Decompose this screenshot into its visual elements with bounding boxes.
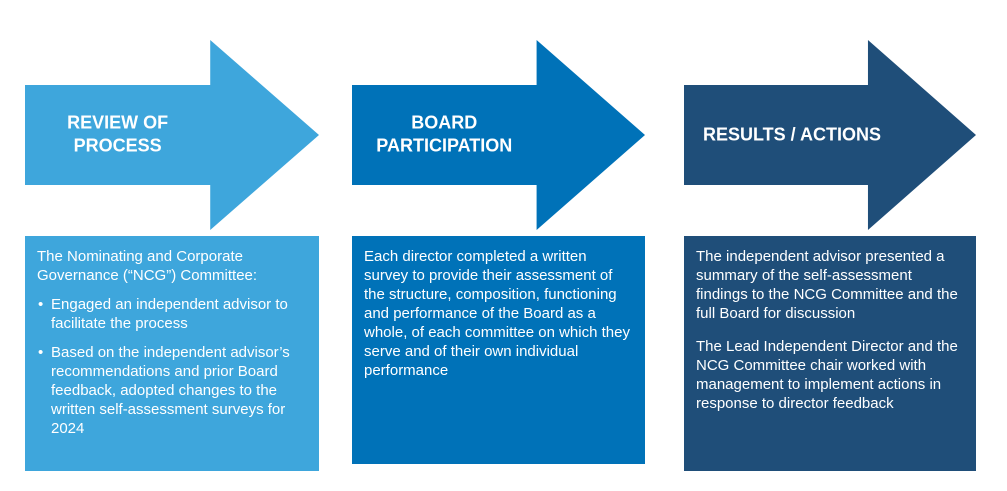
bullet-item: • Based on the independent advisor’s reco… xyxy=(37,343,306,438)
detail-box-board-participation: Each director completed a written survey… xyxy=(352,236,645,464)
detail-box-results-actions: The independent advisor presented a summ… xyxy=(684,236,976,471)
detail-paragraph: The Lead Independent Director and the NC… xyxy=(696,338,958,412)
bullet-text: Engaged an independent advisor to facili… xyxy=(51,296,288,332)
bullet-text: Based on the independent advisor’s recom… xyxy=(51,344,290,437)
detail-paragraph: Each director completed a written survey… xyxy=(364,248,630,379)
column-results-actions: RESULTS / ACTIONS The independent adviso… xyxy=(684,40,976,471)
right-arrow-shape-3: RESULTS / ACTIONS xyxy=(684,40,976,230)
detail-paragraph: The independent advisor presented a summ… xyxy=(696,248,958,322)
arrow-heading-board-participation: BOARD PARTICIPATION xyxy=(376,112,513,156)
arrow-heading-results-actions: RESULTS / ACTIONS xyxy=(703,124,882,145)
right-arrow-shape-1: REVIEW OF PROCESS xyxy=(25,40,319,230)
column-review-of-process: REVIEW OF PROCESS The Nominating and Cor… xyxy=(25,40,319,471)
detail-box-review-of-process: The Nominating and Corporate Governance … xyxy=(25,236,319,471)
box-intro-text: The Nominating and Corporate Governance … xyxy=(37,248,258,284)
column-board-participation: BOARD PARTICIPATION Each director comple… xyxy=(352,40,645,464)
bullet-icon: • xyxy=(38,344,44,361)
right-arrow-shape-2: BOARD PARTICIPATION xyxy=(352,40,645,230)
arrow-heading-review-of-process: REVIEW OF PROCESS xyxy=(67,112,169,156)
bullet-icon: • xyxy=(38,296,44,313)
bullet-item: • Engaged an independent advisor to facil… xyxy=(37,295,306,333)
